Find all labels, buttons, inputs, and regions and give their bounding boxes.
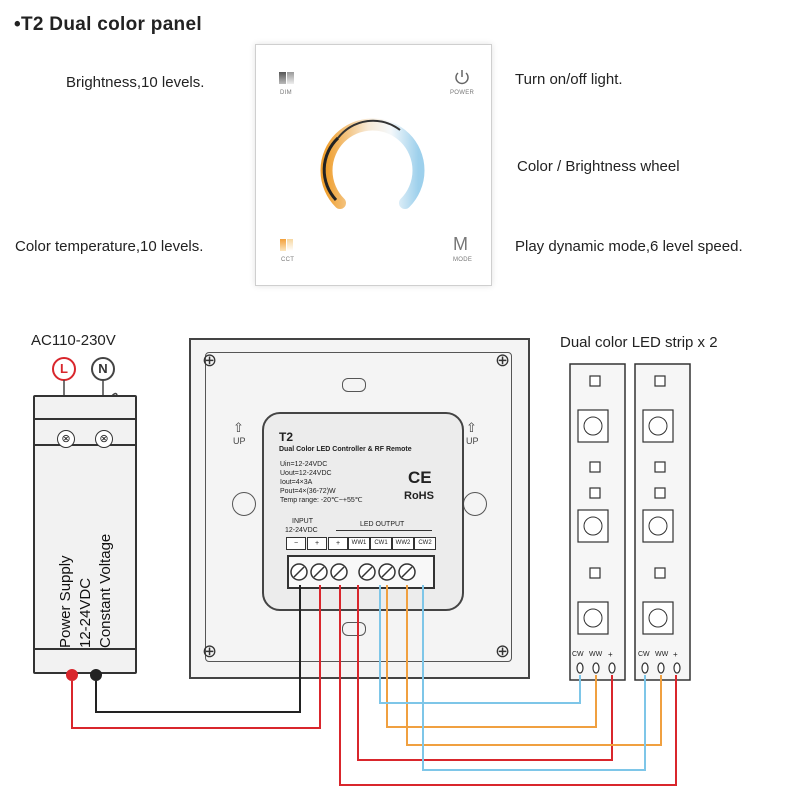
up-arrow-icon: ⇧ [466, 420, 477, 435]
strip2-pin-plus: + [673, 650, 678, 659]
terminal-screws [290, 563, 416, 581]
strip1-pin-plus: + [608, 650, 613, 659]
color-brightness-wheel[interactable] [300, 108, 440, 218]
page-title: •T2 Dual color panel [14, 14, 202, 35]
callout-mode: Play dynamic mode,6 level speed. [515, 238, 743, 255]
screw-icon: ⊕ [202, 350, 218, 370]
mount-hole [232, 492, 256, 516]
callout-wheel: Color / Brightness wheel [517, 158, 680, 175]
w-blue1-wire [379, 585, 581, 704]
dim-icon[interactable] [279, 72, 295, 84]
power-button-label: POWER [450, 90, 475, 96]
dc-minus-terminal [90, 669, 102, 681]
callout-cct: Color temperature,10 levels. [15, 238, 204, 255]
screw-icon: ⊕ [202, 641, 218, 661]
callout-power: Turn on/off light. [515, 71, 623, 88]
strip2-pin-cw: CW [638, 651, 650, 658]
cct-icon[interactable] [280, 239, 294, 251]
screw-icon: ⊕ [495, 641, 511, 661]
w-orange2-wire [406, 585, 662, 746]
w-red-wire [71, 585, 321, 729]
strip2-pin-ww: WW [655, 651, 669, 658]
strip1-pin-cw: CW [572, 651, 584, 658]
output-label: LED OUTPUT [360, 521, 405, 528]
up-label-left: UP [233, 436, 246, 446]
up-label-right: UP [466, 436, 479, 446]
power-supply [33, 395, 137, 674]
controller-name: Dual Color LED Controller & RF Remote [279, 446, 412, 453]
terminal-labels: − + + WW1 CW1 WW2 CW2 [286, 537, 436, 550]
ac-input-label: AC110-230V [31, 332, 116, 349]
dim-button-label: DIM [280, 90, 292, 96]
controller-specs: Uin=12-24VDC Uout=12-24VDC Iout=4×3A Pou… [280, 461, 363, 504]
led-strips [569, 363, 691, 681]
controller-model: T2 [279, 430, 294, 444]
w-orange1-wire [386, 585, 597, 728]
callout-dim: Brightness,10 levels. [66, 74, 205, 91]
power-icon[interactable] [453, 68, 471, 91]
rohs-mark: RoHS [404, 490, 434, 502]
mount-slot [342, 622, 366, 636]
mount-slot [342, 378, 366, 392]
mode-icon[interactable]: M [453, 234, 468, 254]
dc-plus-terminal [66, 669, 78, 681]
mode-button-label: MODE [453, 257, 473, 263]
input-label: INPUT [292, 518, 313, 525]
strip1-pin-ww: WW [589, 651, 603, 658]
cct-button-label: CCT [281, 257, 295, 263]
screw-terminal-l: ⊗ [57, 430, 75, 448]
w-black-wire [95, 585, 301, 713]
touch-panel [255, 44, 492, 286]
up-arrow-icon: ⇧ [233, 420, 244, 435]
led-strip-title: Dual color LED strip x 2 [560, 334, 718, 351]
screw-icon: ⊕ [495, 350, 511, 370]
w-blue2-wire [422, 585, 646, 771]
screw-terminal-n: ⊗ [95, 430, 113, 448]
w-red3-wire [357, 585, 613, 761]
w-red2-wire [339, 585, 677, 786]
input-voltage: 12-24VDC [285, 527, 318, 534]
ce-mark: CE [408, 468, 432, 487]
bullet-icon: • [14, 14, 21, 35]
